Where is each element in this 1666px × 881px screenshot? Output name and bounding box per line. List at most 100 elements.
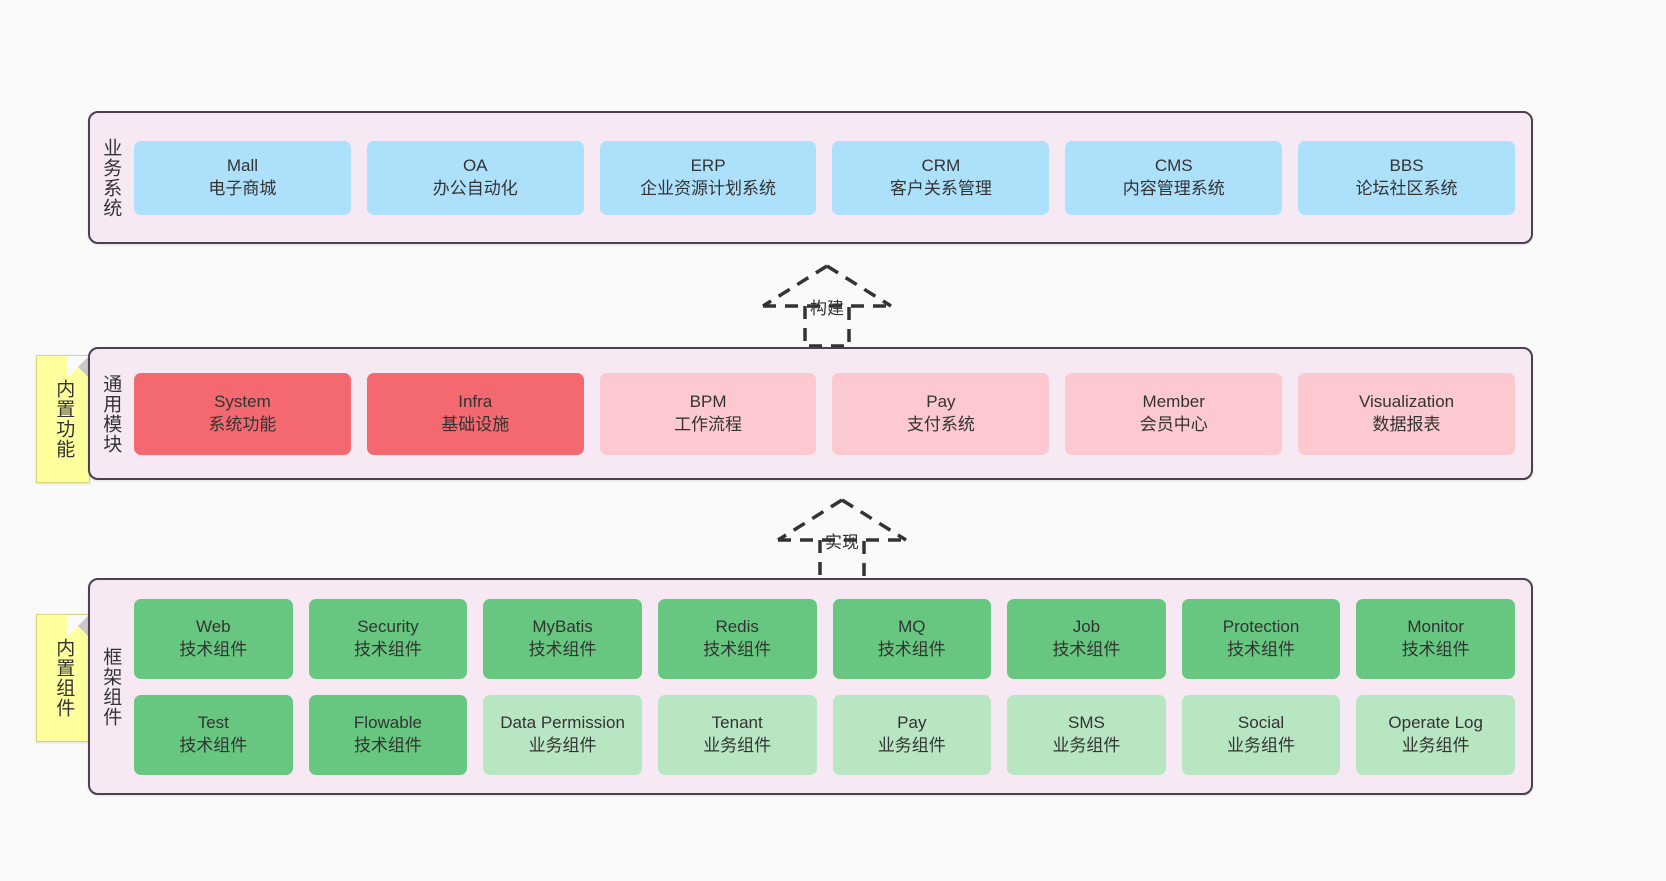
card-infra-subtitle: 基础设施 xyxy=(441,414,510,434)
card-job-subtitle: 技术组件 xyxy=(1052,639,1121,659)
card-system-subtitle: 系统功能 xyxy=(208,414,277,434)
card-bbs-title: BBS xyxy=(1389,155,1424,175)
card-flowable[interactable]: Flowable 技术组件 xyxy=(308,694,468,775)
card-visualization-subtitle: 数据报表 xyxy=(1372,414,1441,434)
note-builtin-components: 内置组件 xyxy=(36,614,90,742)
card-bpm-title: BPM xyxy=(689,391,727,411)
card-oa-title: OA xyxy=(462,155,488,175)
card-tenant-subtitle: 业务组件 xyxy=(703,735,772,755)
card-operate-log[interactable]: Operate Log 业务组件 xyxy=(1356,694,1515,775)
card-erp-title: ERP xyxy=(690,155,726,175)
card-data-permission[interactable]: Data Permission 业务组件 xyxy=(483,694,642,775)
card-tenant-title: Tenant xyxy=(711,712,763,732)
framework-business-row: Test 技术组件 Flowable 技术组件 Data Permission … xyxy=(134,694,1515,775)
card-tenant[interactable]: Tenant 业务组件 xyxy=(657,694,817,775)
card-pay-module-title: Pay xyxy=(926,391,956,411)
layer-common-modules: 通用模块 System 系统功能 Infra 基础设施 BPM 工作流程 Pay… xyxy=(88,347,1533,480)
card-flowable-title: Flowable xyxy=(353,712,422,732)
connector-implement: 实现 xyxy=(762,492,922,592)
card-flowable-subtitle: 技术组件 xyxy=(353,735,422,755)
card-bpm-subtitle: 工作流程 xyxy=(674,414,743,434)
card-pay-module[interactable]: Pay 支付系统 xyxy=(832,372,1050,455)
note-fold-bg-icon-2 xyxy=(67,615,89,637)
card-operate-log-title: Operate Log xyxy=(1388,712,1483,732)
card-monitor[interactable]: Monitor 技术组件 xyxy=(1356,598,1515,679)
card-protection[interactable]: Protection 技术组件 xyxy=(1181,598,1341,679)
card-web-subtitle: 技术组件 xyxy=(179,639,248,659)
card-mybatis[interactable]: MyBatis 技术组件 xyxy=(483,598,642,679)
card-pay-component-title: Pay xyxy=(897,712,927,732)
card-infra[interactable]: Infra 基础设施 xyxy=(366,372,584,455)
card-crm[interactable]: CRM 客户关系管理 xyxy=(832,140,1050,215)
card-sms-subtitle: 业务组件 xyxy=(1052,735,1121,755)
card-visualization[interactable]: Visualization 数据报表 xyxy=(1298,372,1515,455)
card-protection-title: Protection xyxy=(1222,616,1300,636)
card-social[interactable]: Social 业务组件 xyxy=(1181,694,1341,775)
card-system-title: System xyxy=(214,391,271,411)
note-builtin-functions-label: 内置功能 xyxy=(53,379,75,459)
layer-business-systems: 业务系统 Mall 电子商城 OA 办公自动化 ERP 企业资源计划系统 CRM… xyxy=(88,111,1533,244)
card-infra-title: Infra xyxy=(458,391,493,411)
card-mybatis-title: MyBatis xyxy=(532,616,593,636)
card-cms[interactable]: CMS 内容管理系统 xyxy=(1065,140,1283,215)
card-job[interactable]: Job 技术组件 xyxy=(1007,598,1166,679)
connector-build: 构建 xyxy=(747,258,907,358)
card-cms-subtitle: 内容管理系统 xyxy=(1122,178,1225,198)
note-builtin-functions: 内置功能 xyxy=(36,355,90,483)
card-protection-subtitle: 技术组件 xyxy=(1227,639,1296,659)
card-mq-title: MQ xyxy=(898,616,926,636)
layer-common-body: System 系统功能 Infra 基础设施 BPM 工作流程 Pay 支付系统… xyxy=(130,349,1531,478)
note-builtin-components-label: 内置组件 xyxy=(53,638,75,718)
card-mall[interactable]: Mall 电子商城 xyxy=(134,140,351,215)
card-redis-subtitle: 技术组件 xyxy=(703,639,772,659)
layer-common-title: 通用模块 xyxy=(100,373,122,454)
card-web-title: Web xyxy=(195,616,231,636)
card-mall-title: Mall xyxy=(226,155,258,175)
common-card-row: System 系统功能 Infra 基础设施 BPM 工作流程 Pay 支付系统… xyxy=(134,372,1515,455)
card-test-title: Test xyxy=(197,712,229,732)
card-erp-subtitle: 企业资源计划系统 xyxy=(640,178,777,198)
card-data-permission-subtitle: 业务组件 xyxy=(528,735,597,755)
card-security-subtitle: 技术组件 xyxy=(353,639,422,659)
card-pay-module-subtitle: 支付系统 xyxy=(906,414,975,434)
card-test-subtitle: 技术组件 xyxy=(179,735,248,755)
card-social-title: Social xyxy=(1237,712,1285,732)
connector-implement-arrow xyxy=(777,498,907,582)
card-redis[interactable]: Redis 技术组件 xyxy=(657,598,817,679)
card-pay-component[interactable]: Pay 业务组件 xyxy=(832,694,992,775)
card-redis-title: Redis xyxy=(715,616,759,636)
card-erp[interactable]: ERP 企业资源计划系统 xyxy=(599,140,817,215)
card-data-permission-title: Data Permission xyxy=(500,712,625,732)
card-bbs-subtitle: 论坛社区系统 xyxy=(1355,178,1458,198)
connector-build-label: 构建 xyxy=(810,299,844,318)
card-social-subtitle: 业务组件 xyxy=(1227,735,1296,755)
card-monitor-title: Monitor xyxy=(1407,616,1465,636)
card-member[interactable]: Member 会员中心 xyxy=(1065,372,1283,455)
card-sms[interactable]: SMS 业务组件 xyxy=(1007,694,1166,775)
note-fold-bg-icon xyxy=(67,356,89,378)
layer-business-title: 业务系统 xyxy=(100,137,122,218)
card-system[interactable]: System 系统功能 xyxy=(134,372,351,455)
card-security-title: Security xyxy=(357,616,419,636)
card-cms-title: CMS xyxy=(1154,155,1193,175)
card-web[interactable]: Web 技术组件 xyxy=(134,598,293,679)
connector-implement-label: 实现 xyxy=(825,533,859,552)
card-bbs[interactable]: BBS 论坛社区系统 xyxy=(1298,140,1515,215)
card-pay-component-subtitle: 业务组件 xyxy=(877,735,946,755)
card-visualization-title: Visualization xyxy=(1358,391,1455,411)
layer-framework-body: Web 技术组件 Security 技术组件 MyBatis 技术组件 Redi… xyxy=(130,580,1531,793)
card-oa[interactable]: OA 办公自动化 xyxy=(366,140,584,215)
card-security[interactable]: Security 技术组件 xyxy=(308,598,468,679)
layer-framework-title: 框架组件 xyxy=(100,646,122,727)
business-card-row: Mall 电子商城 OA 办公自动化 ERP 企业资源计划系统 CRM 客户关系… xyxy=(134,140,1515,215)
card-monitor-subtitle: 技术组件 xyxy=(1401,639,1470,659)
card-mall-subtitle: 电子商城 xyxy=(208,178,277,198)
card-oa-subtitle: 办公自动化 xyxy=(432,178,518,198)
layer-business-body: Mall 电子商城 OA 办公自动化 ERP 企业资源计划系统 CRM 客户关系… xyxy=(130,113,1531,242)
card-test[interactable]: Test 技术组件 xyxy=(134,694,293,775)
card-mq[interactable]: MQ 技术组件 xyxy=(832,598,992,679)
card-bpm[interactable]: BPM 工作流程 xyxy=(599,372,817,455)
framework-tech-row: Web 技术组件 Security 技术组件 MyBatis 技术组件 Redi… xyxy=(134,598,1515,679)
card-job-title: Job xyxy=(1072,616,1101,636)
